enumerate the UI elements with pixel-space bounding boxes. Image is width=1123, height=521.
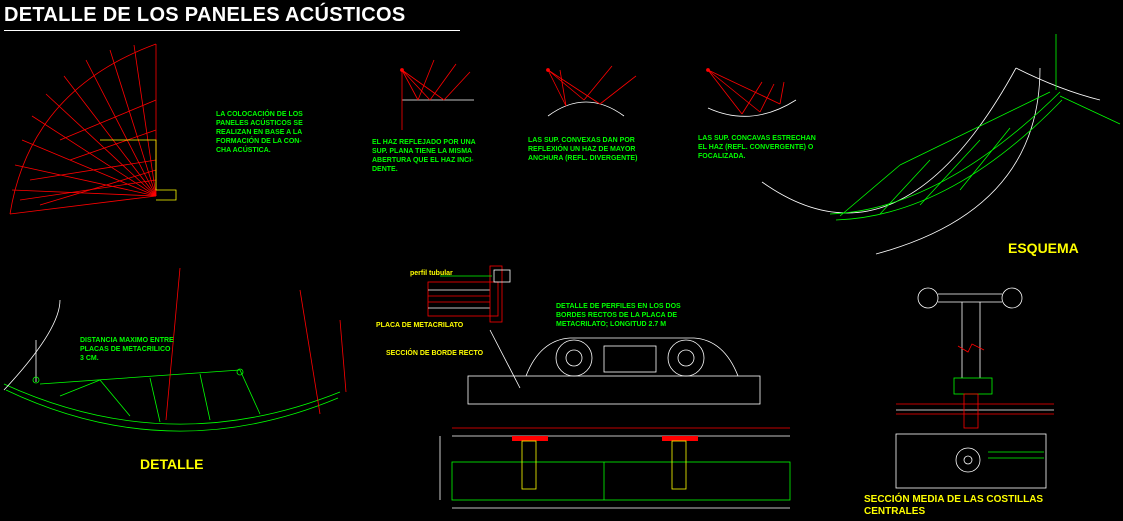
label-seccion-borde-recto: SECCIÓN DE BORDE RECTO	[386, 350, 484, 357]
title-underline	[4, 30, 460, 31]
note-superficie-plana: EL HAZ REFLEJADO POR UNA SUP. PLANA TIEN…	[372, 139, 476, 173]
convex-reflection-diagram	[546, 65, 637, 117]
note-detalle-perfiles: DETALLE DE PERFILES EN LOS DOS BORDES RE…	[556, 303, 681, 328]
note-superficie-convexa: LAS SUP. CONVEXAS DAN POR REFLEXIÓN UN H…	[528, 137, 638, 162]
label-placa-metacrilato: PLACA DE METACRILATO	[376, 322, 464, 329]
bottom-elevation	[439, 427, 791, 509]
borde-recto-section	[467, 329, 761, 405]
note-superficie-concava: LAS SUP. CONCAVAS ESTRECHAN EL HAZ (REFL…	[698, 135, 816, 160]
label-detalle: DETALLE	[140, 456, 204, 472]
esquema-drawing	[761, 34, 1121, 255]
detalle-drawing	[3, 267, 347, 432]
seccion-media-drawing	[895, 287, 1054, 489]
concave-reflection-diagram	[706, 68, 797, 117]
acoustic-shell-fan	[9, 43, 177, 215]
label-seccion-media: SECCIÓN MEDIA DE LAS COSTILLAS CENTRALES	[864, 494, 1044, 517]
drawing-title: DETALLE DE LOS PANELES ACÚSTICOS	[4, 4, 406, 26]
flat-reflection-diagram	[400, 59, 474, 130]
perfil-tubular-detail	[427, 265, 511, 323]
label-perfil-tubular: perfil tubular	[410, 270, 453, 277]
note-colocacion: LA COLOCACIÓN DE LOS PANELES ACÚSTICOS S…	[216, 111, 303, 154]
note-distancia-maxima: DISTANCIA MAXIMO ENTRE PLACAS DE METACRI…	[80, 337, 174, 362]
label-esquema: ESQUEMA	[1008, 240, 1079, 256]
